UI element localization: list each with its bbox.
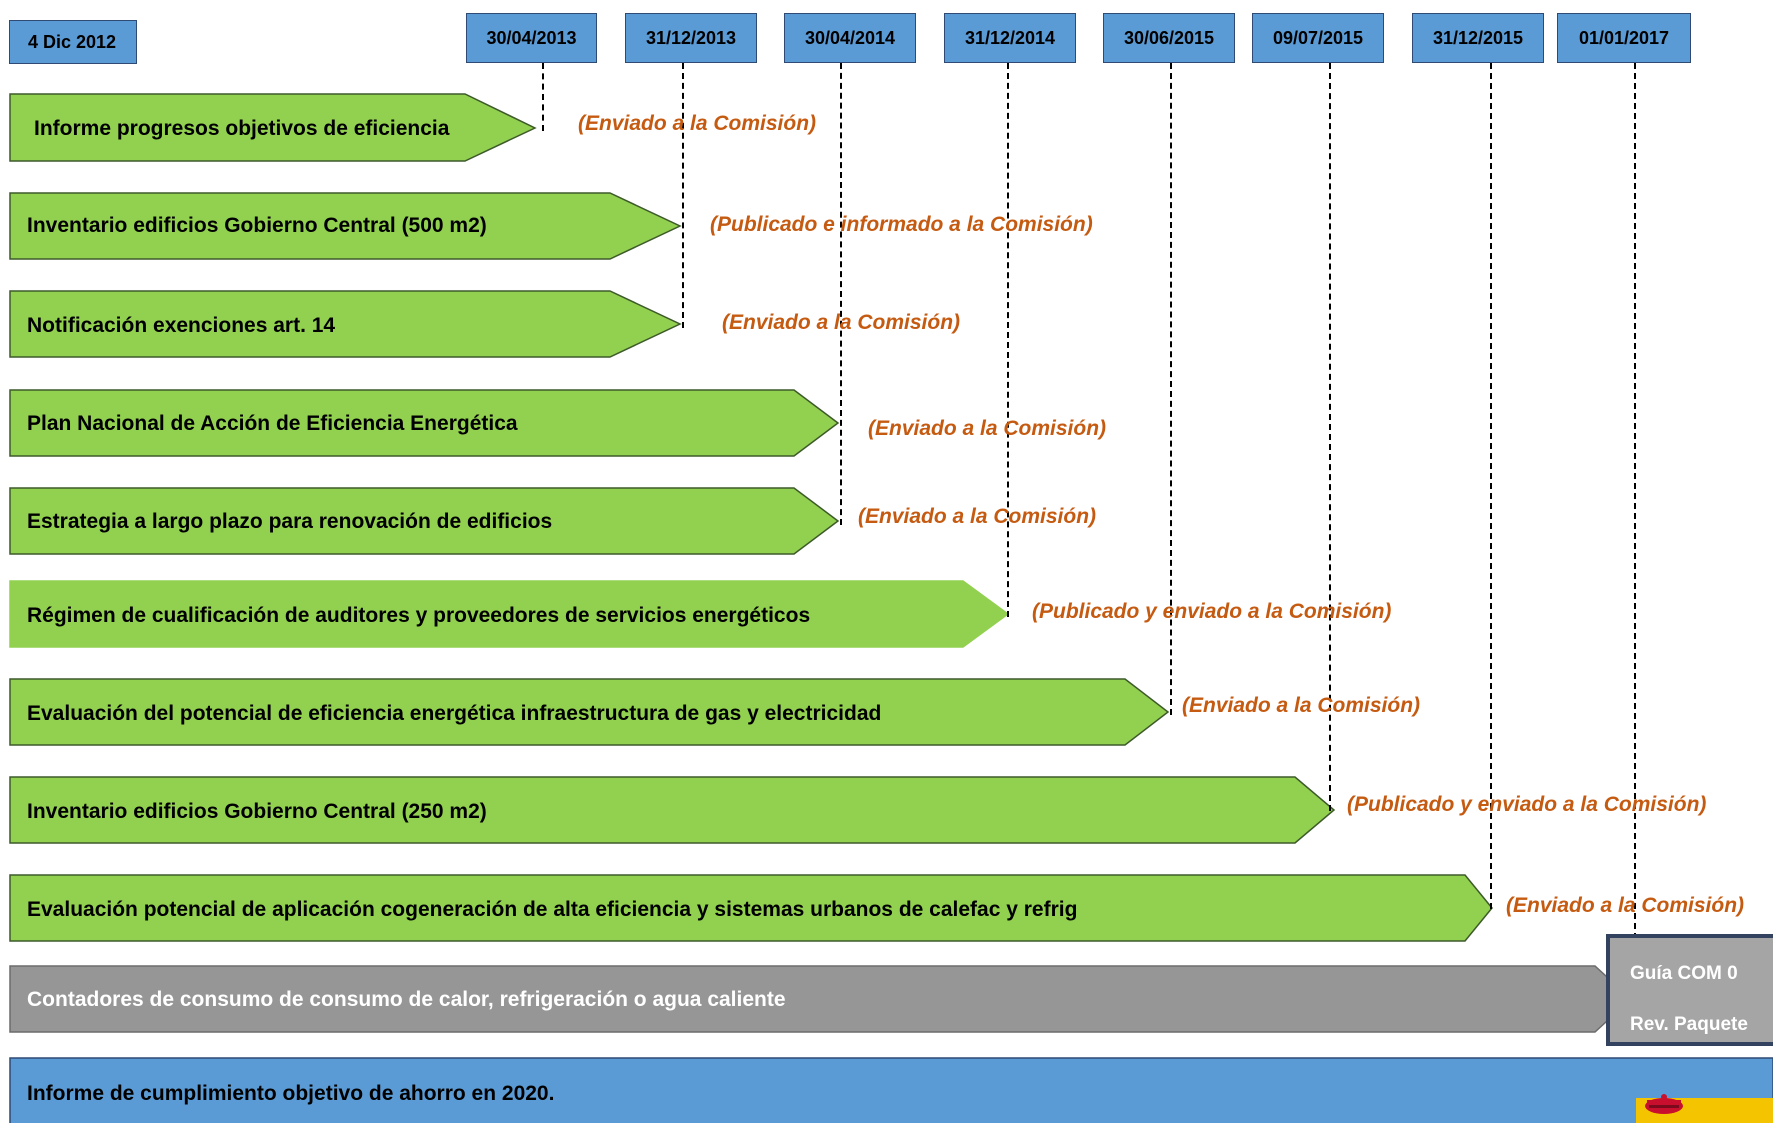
date-box-8: 01/01/2017 [1557, 13, 1691, 63]
task-note-4: (Enviado a la Comisión) [868, 417, 1107, 440]
guia-com-box: Guía COM 0 Rev. Paquete [1606, 934, 1773, 1046]
guia-line-1: Guía COM 0 [1630, 963, 1738, 984]
task-bar-11 [9, 1057, 1773, 1123]
date-label-8: 01/01/2017 [1578, 27, 1670, 48]
milestone-line-3 [840, 63, 842, 525]
task-label-3: Notificación exenciones art. 14 [27, 314, 336, 337]
task-arrow-8 [9, 776, 1336, 844]
task-note-8: (Publicado y enviado a la Comisión) [1347, 793, 1707, 816]
task-arrow-1 [9, 93, 537, 162]
task-note-9: (Enviado a la Comisión) [1506, 894, 1745, 917]
task-note-6: (Publicado y enviado a la Comisión) [1032, 600, 1392, 623]
date-box-7: 31/12/2015 [1412, 13, 1544, 63]
task-label-8: Inventario edificios Gobierno Central (2… [27, 800, 487, 823]
task-arrow-2 [9, 192, 682, 260]
task-arrow-7 [9, 678, 1170, 746]
task-label-11: Informe de cumplimiento objetivo de ahor… [27, 1082, 555, 1105]
task-label-1: Informe progresos objetivos de eficienci… [34, 117, 450, 140]
date-label-1: 30/04/2013 [486, 27, 577, 48]
task-arrow-5 [9, 487, 840, 555]
task-note-5: (Enviado a la Comisión) [858, 505, 1097, 528]
date-box-4: 31/12/2014 [944, 13, 1076, 63]
date-box-5: 30/06/2015 [1103, 13, 1235, 63]
date-box-6: 09/07/2015 [1252, 13, 1384, 63]
task-label-4: Plan Nacional de Acción de Eficiencia En… [27, 412, 518, 435]
task-label-2: Inventario edificios Gobierno Central (5… [27, 214, 487, 237]
date-label-5: 30/06/2015 [1123, 27, 1215, 48]
date-label-2: 31/12/2013 [645, 27, 737, 48]
coat-of-arms-logo [1636, 1094, 1773, 1123]
date-label-6: 09/07/2015 [1272, 27, 1364, 48]
task-arrow-9 [9, 874, 1493, 942]
milestone-line-1 [542, 63, 544, 131]
start-date-label: 4 Dic 2012 [28, 31, 117, 52]
milestone-line-5 [1170, 63, 1172, 715]
date-label-4: 31/12/2014 [964, 27, 1056, 48]
task-arrow-6 [9, 580, 1010, 648]
task-label-6: Régimen de cualificación de auditores y … [27, 604, 811, 627]
date-box-3: 30/04/2014 [784, 13, 916, 63]
milestone-line-4 [1007, 63, 1009, 617]
task-note-2: (Publicado e informado a la Comisión) [710, 213, 1093, 236]
date-label-7: 31/12/2015 [1432, 27, 1524, 48]
task-note-3: (Enviado a la Comisión) [722, 311, 961, 334]
start-date-box: 4 Dic 2012 [9, 20, 137, 64]
date-label-3: 30/04/2014 [804, 27, 896, 48]
task-arrow-3 [9, 290, 682, 358]
date-box-2: 31/12/2013 [625, 13, 757, 63]
task-note-1: (Enviado a la Comisión) [578, 112, 817, 135]
task-label-5: Estrategia a largo plazo para renovación… [27, 510, 553, 533]
crown-icon [1645, 1094, 1683, 1114]
task-label-9: Evaluación potencial de aplicación cogen… [27, 898, 1078, 921]
milestone-line-2 [682, 63, 684, 328]
milestone-line-6 [1329, 63, 1331, 811]
guia-line-2: Rev. Paquete [1630, 1014, 1748, 1035]
milestone-line-7 [1490, 63, 1492, 909]
task-arrow-4 [9, 389, 840, 457]
task-note-7: (Enviado a la Comisión) [1182, 694, 1421, 717]
milestone-line-8 [1634, 63, 1636, 939]
date-box-1: 30/04/2013 [466, 13, 597, 63]
task-label-7: Evaluación del potencial de eficiencia e… [27, 702, 882, 725]
task-label-10: Contadores de consumo de consumo de calo… [27, 988, 786, 1011]
